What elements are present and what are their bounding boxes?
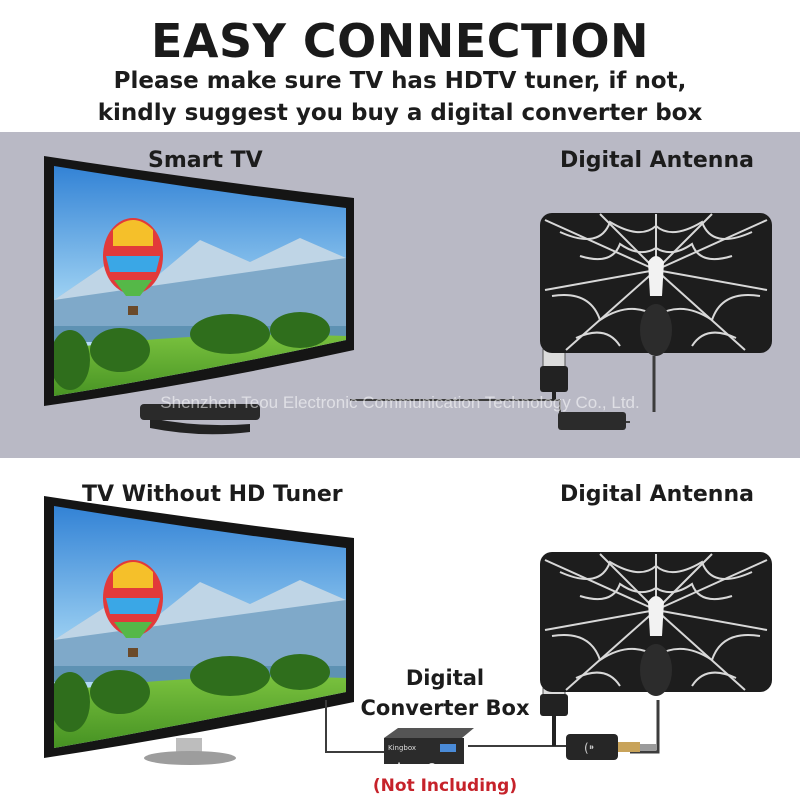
tv-without-hd-tuner-label: TV Without HD Tuner: [82, 482, 343, 507]
converter-brand: Kingbox: [388, 744, 416, 752]
digital-antenna-label-bottom: Digital Antenna: [560, 482, 754, 507]
not-including-note: (Not Including): [372, 776, 518, 796]
page-title: EASY CONNECTION: [150, 14, 650, 68]
digital-antenna-label-top: Digital Antenna: [560, 148, 754, 173]
spider-web-icon: [540, 213, 772, 356]
hot-air-balloon-icon: [103, 218, 163, 315]
svg-text:(⁍: (⁍: [584, 741, 595, 755]
converter-label-line-2: Converter Box: [360, 696, 530, 720]
usb-plug-icon: [540, 348, 568, 400]
coax-connector-icon: [618, 742, 656, 752]
smart-tv-label: Smart TV: [148, 148, 263, 173]
hot-air-balloon-icon: [103, 560, 163, 657]
subtitle-line-1: Please make sure TV has HDTV tuner, if n…: [113, 68, 687, 94]
shop-watermark: shop9ww5 f0f0: [388, 760, 509, 780]
subtitle-line-2: kindly suggest you buy a digital convert…: [97, 100, 703, 126]
digital-converter-box: [384, 728, 474, 764]
spider-web-icon: [540, 552, 772, 696]
company-watermark: Shenzhen Teou Electronic Communication T…: [160, 393, 640, 412]
amplifier-module: (⁍: [566, 734, 618, 760]
converter-label-line-1: Digital: [405, 666, 485, 690]
